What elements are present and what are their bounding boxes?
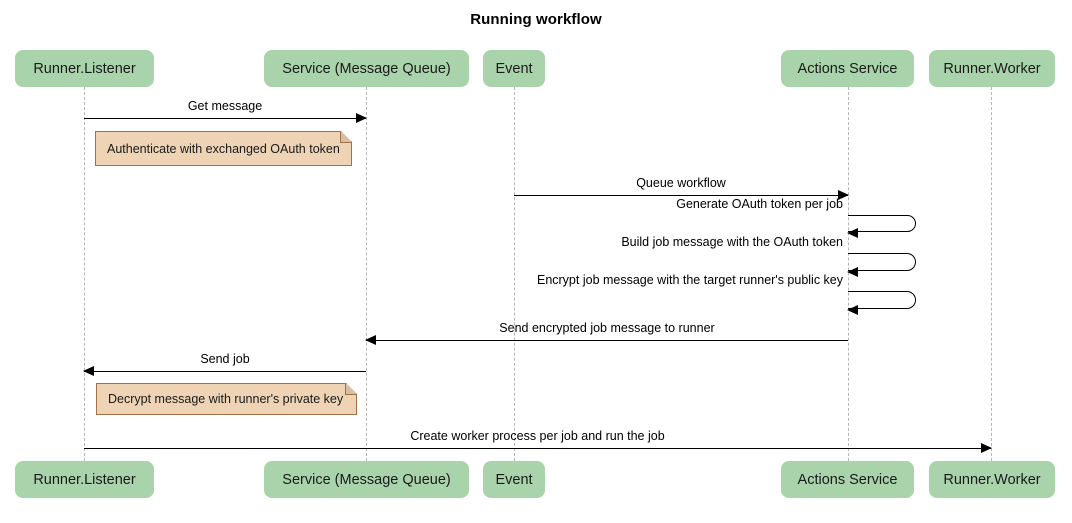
message-line (84, 371, 366, 372)
participant-event-top[interactable]: Event (483, 50, 545, 87)
message-label: Send encrypted job message to runner (499, 321, 715, 335)
arrowhead-right (981, 442, 992, 453)
self-message-generate-oauth-token: Generate OAuth token per job (676, 197, 916, 238)
note-fold-corner-icon (340, 132, 351, 143)
message-line (84, 448, 991, 449)
note-note-authenticate: Authenticate with exchanged OAuth token (95, 131, 352, 166)
message-line (84, 118, 366, 119)
arrowhead-left (847, 227, 858, 238)
participant-label: Runner.Listener (33, 471, 136, 488)
message-label: Send job (200, 352, 250, 366)
lifeline-event (514, 87, 515, 461)
message-line (366, 340, 848, 341)
lifeline-runner-listener (84, 87, 85, 461)
participant-label: Runner.Worker (943, 60, 1041, 77)
message-label: Get message (187, 99, 263, 113)
self-message-path (848, 215, 916, 232)
participant-label: Event (495, 471, 533, 488)
note-label: Authenticate with exchanged OAuth token (107, 141, 340, 156)
self-message-label: Generate OAuth token per job (676, 197, 843, 211)
participant-label: Runner.Listener (33, 60, 136, 77)
participant-service-mq-bottom[interactable]: Service (Message Queue) (264, 461, 469, 498)
lifeline-runner-worker (991, 87, 992, 461)
participant-runner-listener-bottom[interactable]: Runner.Listener (15, 461, 154, 498)
arrowhead-right (838, 189, 849, 200)
message-label: Create worker process per job and run th… (410, 429, 665, 443)
note-note-decrypt: Decrypt message with runner's private ke… (96, 383, 357, 415)
self-message-encrypt-job-message: Encrypt job message with the target runn… (537, 273, 916, 315)
participant-service-mq-top[interactable]: Service (Message Queue) (264, 50, 469, 87)
note-label: Decrypt message with runner's private ke… (108, 392, 344, 406)
participant-actions-service-top[interactable]: Actions Service (781, 50, 914, 87)
participant-label: Runner.Worker (943, 471, 1041, 488)
self-message-label: Encrypt job message with the target runn… (536, 273, 843, 287)
participant-event-bottom[interactable]: Event (483, 461, 545, 498)
self-message-label: Build job message with the OAuth token (621, 235, 843, 249)
arrowhead-left (847, 304, 858, 315)
arrowhead-left (847, 266, 858, 277)
arrowhead-left (365, 334, 376, 345)
participant-label: Service (Message Queue) (282, 60, 451, 77)
arrowhead-right (356, 112, 367, 123)
participant-actions-service-bottom[interactable]: Actions Service (781, 461, 914, 498)
participant-runner-worker-top[interactable]: Runner.Worker (929, 50, 1055, 87)
participant-label: Actions Service (797, 471, 898, 488)
arrowhead-left (83, 365, 94, 376)
participant-label: Event (495, 60, 533, 77)
diagram-title: Running workflow (470, 11, 602, 28)
message-line (514, 195, 848, 196)
lifeline-service-mq (366, 87, 367, 461)
note-fold-corner-icon (345, 384, 356, 395)
participant-label: Actions Service (797, 60, 898, 77)
self-message-build-job-message: Build job message with the OAuth token (621, 235, 916, 277)
participant-runner-listener-top[interactable]: Runner.Listener (15, 50, 154, 87)
message-label: Queue workflow (636, 176, 726, 190)
participant-runner-worker-bottom[interactable]: Runner.Worker (929, 461, 1055, 498)
participant-label: Service (Message Queue) (282, 471, 451, 488)
self-message-path (848, 291, 916, 309)
self-message-path (848, 253, 916, 271)
